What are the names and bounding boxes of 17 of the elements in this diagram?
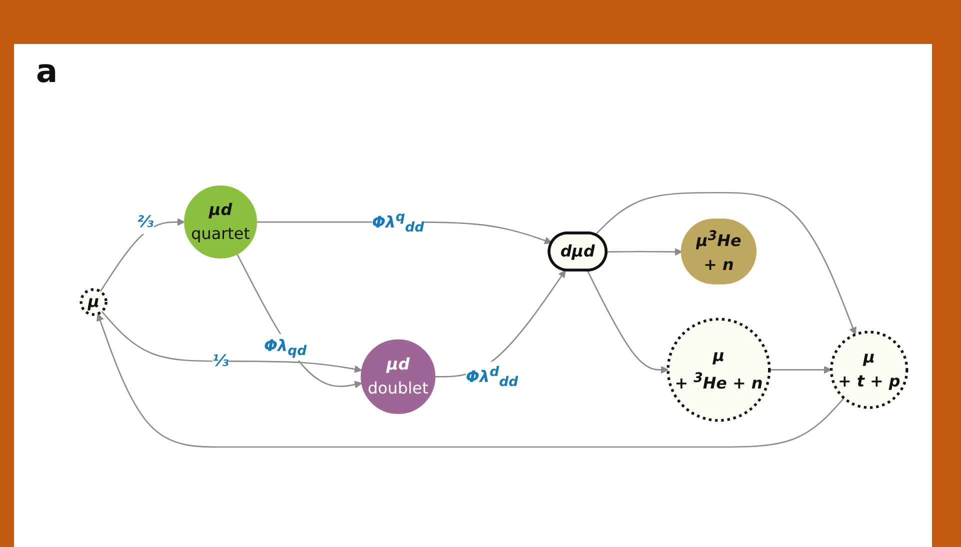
arrow	[606, 248, 682, 256]
arrow	[101, 310, 362, 373]
panel-letter: a	[36, 52, 58, 90]
node-circle: μ	[80, 288, 108, 316]
arrow	[586, 270, 668, 374]
node-circle: μ + t + p	[830, 330, 908, 409]
arrow	[236, 254, 362, 388]
arrow	[96, 313, 844, 448]
arrow	[769, 366, 832, 374]
node-circle: μd doublet	[360, 339, 436, 414]
arrow	[594, 192, 857, 335]
edge-label: ⅓	[212, 352, 229, 370]
node-circle: μ + $^{3}$He + n	[666, 318, 771, 422]
edge-label: Φλ$_{qd}$	[264, 336, 307, 358]
edge-label: ⅔	[137, 212, 154, 232]
node-circle: μd quartet	[184, 186, 258, 259]
arrow	[100, 218, 185, 292]
